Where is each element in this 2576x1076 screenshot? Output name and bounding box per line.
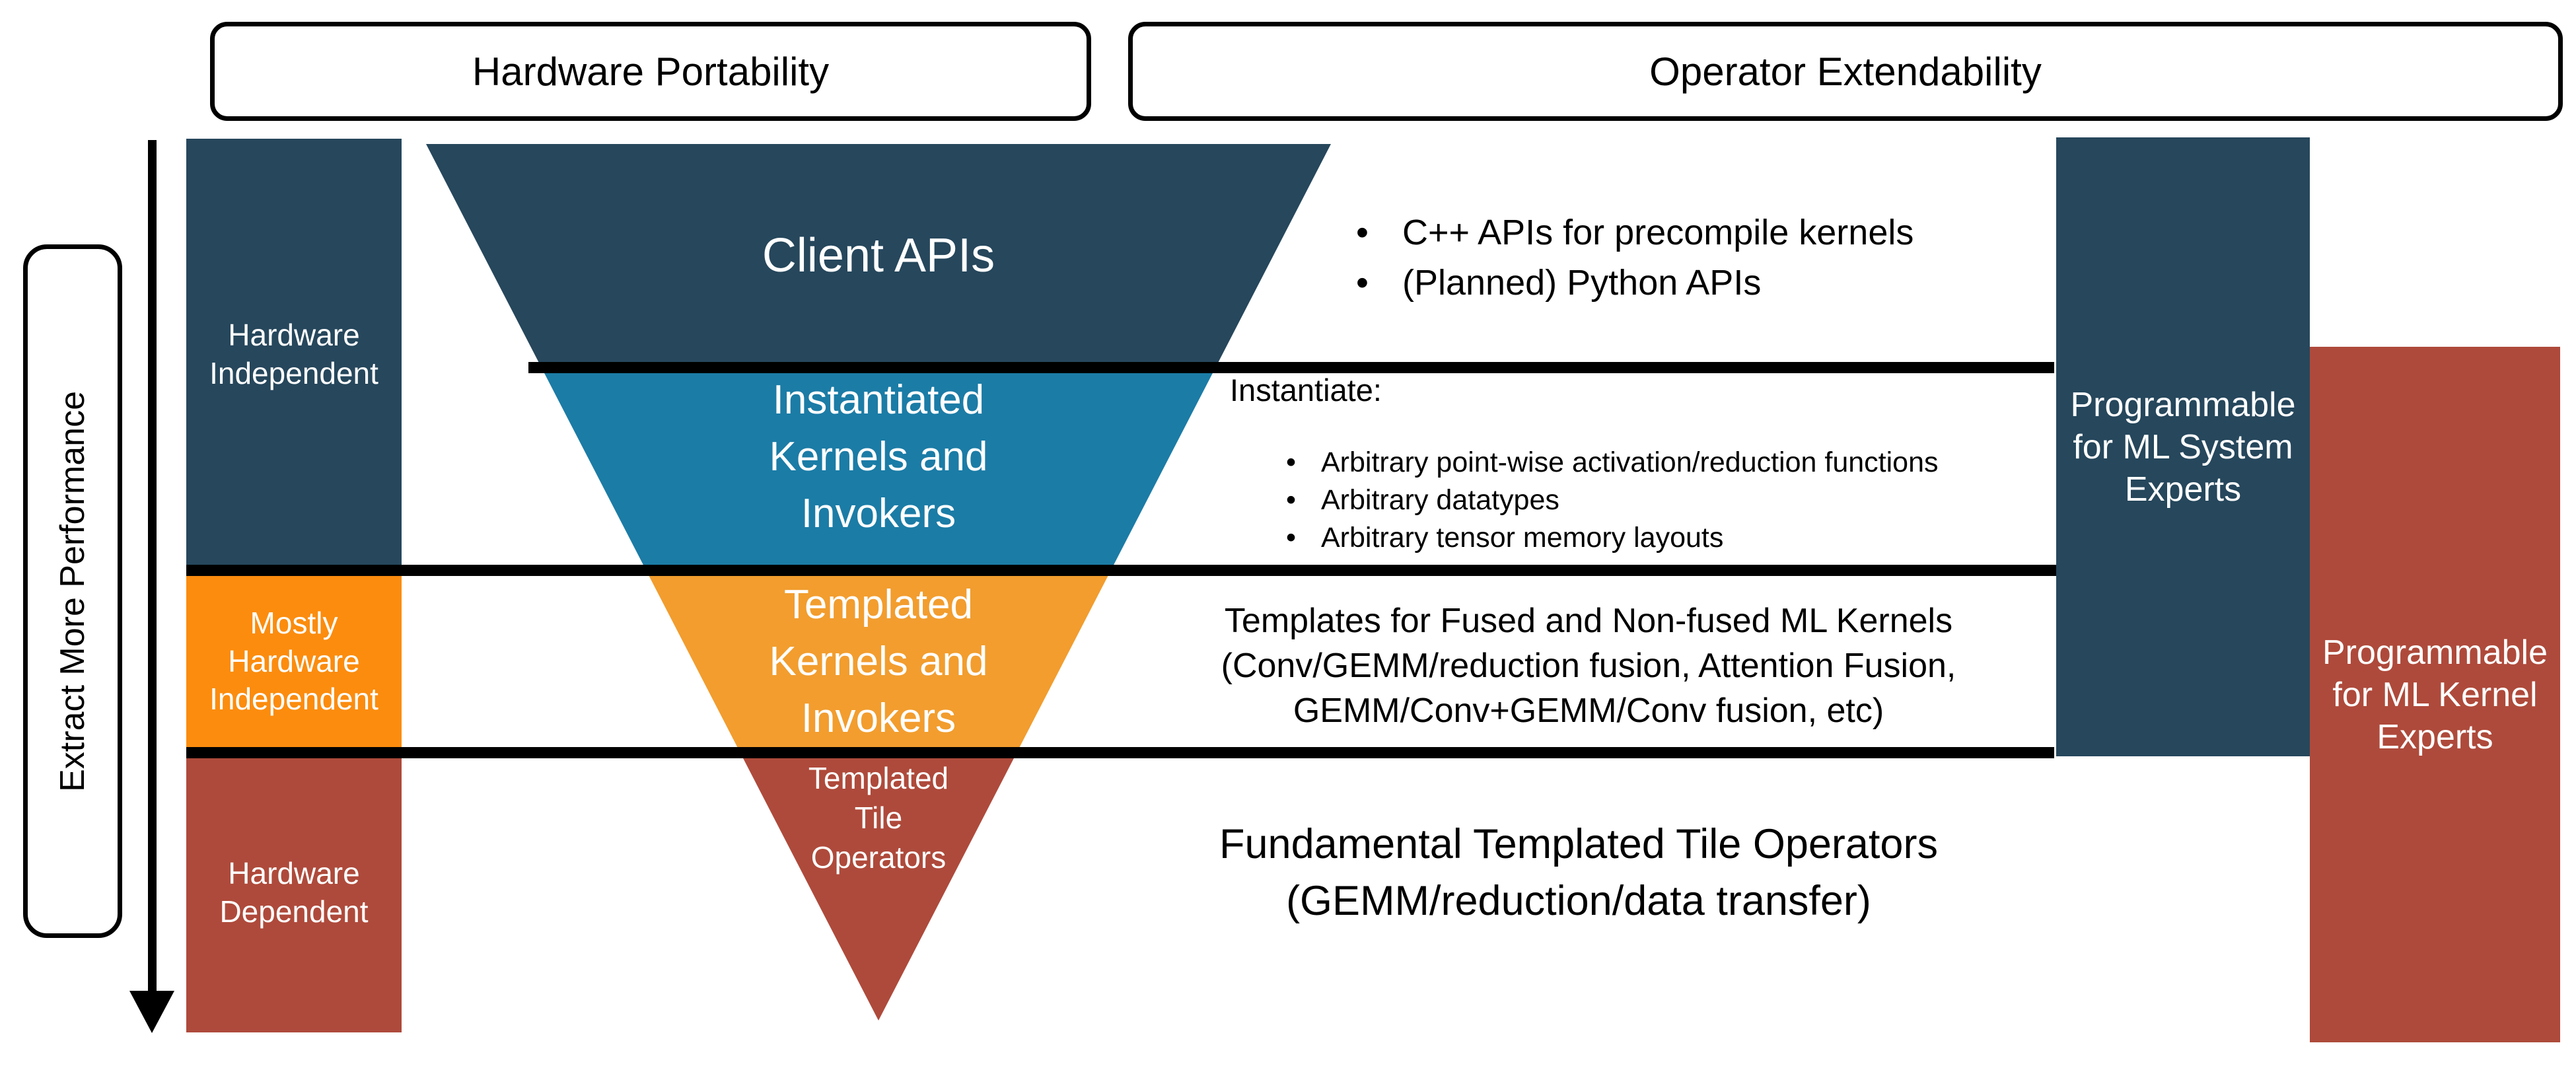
ml-system-experts-label: Programmable for ML System Experts xyxy=(2070,385,2296,509)
performance-arrow-shaft xyxy=(148,140,157,995)
ml-kernel-experts-label: Programmable for ML Kernel Experts xyxy=(2322,633,2548,756)
funnel-layer-instantiated-kernels: Instantiated Kernels and Invokers xyxy=(426,367,1331,570)
hardware-independent-label: Hardware Independent xyxy=(209,317,378,390)
templated-tile-operators-label: Templated Tile Operators xyxy=(808,761,949,875)
hardware-dependent-label: Hardware Dependent xyxy=(219,855,369,929)
ml-system-experts-block: Programmable for ML System Experts xyxy=(2056,137,2310,756)
separator-line-1 xyxy=(528,362,2054,373)
hardware-dependent-block: Hardware Dependent xyxy=(186,753,402,1032)
separator-line-3 xyxy=(186,747,2054,758)
templated-kernels-label: Templated Kernels and Invokers xyxy=(769,581,988,741)
fundamental-annotation: Fundamental Templated Tile Operators (GE… xyxy=(1219,821,1938,924)
extract-more-performance-box: Extract More Performance xyxy=(23,244,122,938)
client-api-bullet-list: C++ APIs for precompile kernels (Planned… xyxy=(1344,207,1914,308)
bullet-item: (Planned) Python APIs xyxy=(1344,258,1914,308)
templates-annotation: Templates for Fused and Non-fused ML Ker… xyxy=(1221,602,1956,730)
performance-arrow-head-icon xyxy=(129,991,174,1033)
mostly-hardware-independent-label: Mostly Hardware Independent xyxy=(209,605,378,717)
bullet-item: C++ APIs for precompile kernels xyxy=(1344,207,1914,258)
bullet-item: Arbitrary tensor memory layouts xyxy=(1265,519,1939,557)
instantiated-kernels-label: Instantiated Kernels and Invokers xyxy=(769,377,988,536)
hardware-independent-block: Hardware Independent xyxy=(186,139,402,570)
hardware-portability-box: Hardware Portability xyxy=(210,22,1091,121)
extract-more-performance-label: Extract More Performance xyxy=(54,390,92,792)
hardware-portability-label: Hardware Portability xyxy=(472,49,830,94)
instantiate-bullet-list: Arbitrary point-wise activation/reductio… xyxy=(1265,444,1939,557)
operator-extendability-label: Operator Extendability xyxy=(1649,49,2042,94)
funnel-layer-client-apis: Client APIs xyxy=(426,144,1331,367)
instantiate-heading: Instantiate: xyxy=(1230,373,1382,408)
bullet-item: Arbitrary datatypes xyxy=(1265,482,1939,519)
mostly-hardware-independent-block: Mostly Hardware Independent xyxy=(186,570,402,753)
client-apis-label: Client APIs xyxy=(762,229,995,282)
bullet-item: Arbitrary point-wise activation/reductio… xyxy=(1265,444,1939,482)
separator-line-2 xyxy=(186,565,2056,576)
operator-extendability-box: Operator Extendability xyxy=(1128,22,2563,121)
ml-kernel-experts-block: Programmable for ML Kernel Experts xyxy=(2310,347,2560,1042)
